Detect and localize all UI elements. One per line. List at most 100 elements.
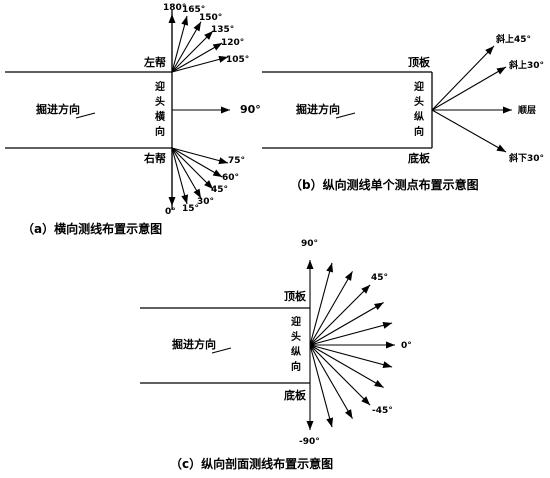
ray-b-up30-line <box>431 66 507 111</box>
ray-b-up30-arrowhead <box>496 67 506 75</box>
angle-label-c-90: 90° <box>301 239 318 249</box>
ray-c-4-line <box>309 302 384 346</box>
ray-a-lower-4-line <box>171 147 223 178</box>
direction-label-bedding: 顺层 <box>518 105 536 116</box>
roof-label-c: 顶板 <box>284 289 307 303</box>
ray-c-12-arrowhead <box>306 421 314 430</box>
ray-a-upper-3-line <box>171 30 214 73</box>
caption-c: （c）纵向剖面测线布置示意图 <box>170 456 333 471</box>
face-label-a-char-3: 横 <box>155 110 166 123</box>
angle-label-165: 165° <box>182 5 205 15</box>
ray-a-upper-4-arrowhead <box>212 43 223 51</box>
angle-label-c-45: 45° <box>371 273 388 283</box>
advance-direction-arrow-c <box>211 347 232 354</box>
advance-direction-arrow-a <box>75 112 96 119</box>
ray-c-7-line <box>309 344 393 368</box>
angle-label-180: 180° <box>163 3 186 13</box>
ray-c-0-arrowhead <box>306 260 314 269</box>
advance-direction-label-b: 掘进方向 <box>296 102 340 116</box>
face-label-c-char-2: 头 <box>291 330 301 343</box>
ray-a-lower-4-arrowhead <box>212 169 223 177</box>
direction-label-down30: 斜下30° <box>508 152 544 164</box>
advance-direction-label-c: 掘进方向 <box>172 337 216 351</box>
ray-a-upper-5-arrowhead <box>218 55 229 63</box>
panel-a: 掘进方向 左帮 右帮 迎头横向 180° 165° 150° 135° 120°… <box>5 3 261 236</box>
face-label-b-char-3: 纵 <box>414 110 424 123</box>
angle-label-15: 15° <box>182 204 199 214</box>
face-label-c: 迎头纵向 <box>291 315 301 373</box>
face-label-b-char-4: 向 <box>414 125 424 138</box>
angle-label-75: 75° <box>228 156 245 166</box>
ray-c-1-arrowhead <box>326 262 334 273</box>
ray-a-lower-2-arrowhead <box>193 188 201 199</box>
angle-label-135: 135° <box>211 25 234 35</box>
ray-c-8-line <box>309 344 384 388</box>
direction-label-up45: 斜上45° <box>495 33 531 45</box>
angle-label-c-0: 0° <box>401 341 412 351</box>
floor-label-b: 底板 <box>408 151 431 165</box>
advance-direction-arrow-b <box>335 112 356 119</box>
ray-a-lower-5-arrowhead <box>218 157 229 165</box>
angle-label-0: 0° <box>165 207 176 217</box>
angle-label-120: 120° <box>221 38 244 48</box>
direction-label-up30: 斜上30° <box>508 59 544 71</box>
face-label-a: 迎头横向 <box>155 80 166 138</box>
ray-c-5-arrowhead <box>382 321 393 329</box>
ray-a-lower-5-line <box>171 147 229 164</box>
ray-c-10-line <box>309 344 353 419</box>
face-label-c-char-3: 纵 <box>291 345 301 358</box>
face-label-b: 迎头纵向 <box>414 80 424 138</box>
ray-c-11-line <box>309 344 333 428</box>
face-label-b-char-1: 迎 <box>414 80 424 93</box>
ray-c-4-arrowhead <box>374 302 384 311</box>
ray-a-upper-1-arrowhead <box>181 15 189 26</box>
caption-b: （b）纵向测线单个测点布置示意图 <box>290 177 479 192</box>
ray-c-3-line <box>309 284 371 346</box>
ray-c-1-line <box>309 262 333 346</box>
ray-group-a <box>168 14 230 206</box>
angle-label-30: 30° <box>197 197 214 207</box>
angle-label-c-neg45: -45° <box>372 406 393 416</box>
ray-b-down30-line <box>431 109 507 153</box>
ray-a-lower-1-arrowhead <box>181 194 189 205</box>
face-label-a-char-2: 头 <box>155 95 165 108</box>
ray-a-upper-1-line <box>171 15 188 73</box>
angle-label-45: 45° <box>211 185 228 195</box>
ray-a-lower-1-line <box>171 147 188 205</box>
ray-c-5-line <box>309 322 393 346</box>
ray-c-6-arrowhead <box>386 341 395 349</box>
angle-label-105: 105° <box>226 55 249 65</box>
left-wall-label: 左帮 <box>143 55 166 69</box>
panel-c: 掘进方向 顶板 底板 迎头纵向 90° 45° 0° -45° -90° （c）… <box>140 239 412 471</box>
face-label-b-char-2: 头 <box>414 95 424 108</box>
ray-c-9-line <box>309 344 371 406</box>
ray-a-upper-2-arrowhead <box>193 21 201 32</box>
face-label-a-char-1: 迎 <box>155 80 165 93</box>
ray-group-b <box>431 45 512 153</box>
ray-a-upper-4-line <box>171 42 223 73</box>
right-wall-label: 右帮 <box>143 151 166 165</box>
ray-a-90-arrowhead <box>221 106 230 114</box>
ray-a-lower-0-arrowhead <box>168 197 176 206</box>
ray-a-upper-5-line <box>171 56 229 73</box>
ray-c-11-arrowhead <box>326 417 334 428</box>
ray-b-up45-line <box>431 45 495 111</box>
ray-c-2-arrowhead <box>344 271 353 281</box>
angle-label-90: 90° <box>240 103 261 116</box>
ray-c-10-arrowhead <box>344 409 353 419</box>
angle-label-c-neg90: -90° <box>299 437 320 447</box>
ray-c-9-arrowhead <box>361 396 371 406</box>
face-label-c-char-4: 向 <box>291 360 301 373</box>
roof-label-b: 顶板 <box>408 55 431 69</box>
angle-label-60: 60° <box>222 173 239 183</box>
ray-a-lower-3-line <box>171 147 214 190</box>
caption-a: （a）横向测线布置示意图 <box>22 221 162 236</box>
ray-c-3-arrowhead <box>361 284 371 294</box>
advance-direction-label-a: 掘进方向 <box>36 102 80 116</box>
panel-b: 掘进方向 顶板 底板 迎头纵向 斜上45° 斜上30° 顺层 斜下30° （b）… <box>262 33 544 192</box>
ray-b-up45-arrowhead <box>485 46 494 55</box>
ray-c-7-arrowhead <box>382 361 393 369</box>
ray-a-upper-3-arrowhead <box>204 30 214 40</box>
